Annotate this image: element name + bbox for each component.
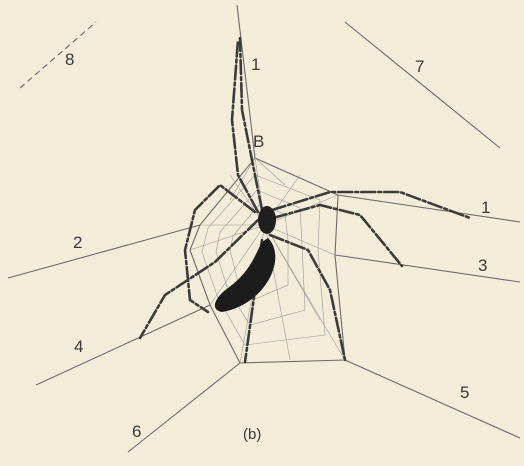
label-thread-right-upper: 1 xyxy=(481,198,490,218)
thread-bottom-6 xyxy=(128,363,240,452)
label-thread-top: 1 xyxy=(251,55,260,75)
label-thread-upper-right: 7 xyxy=(415,57,424,77)
thread-upper-right-7 xyxy=(345,22,500,148)
spider-legs xyxy=(140,38,470,362)
thread-lower-left-4 xyxy=(36,305,210,385)
thread-upper-left-8 xyxy=(20,22,96,88)
thread-right-1 xyxy=(338,195,520,222)
figure-caption: (b) xyxy=(243,426,261,443)
thread-right-3 xyxy=(335,255,520,282)
leg-3 xyxy=(272,192,470,218)
label-thread-bottom: 6 xyxy=(132,422,141,442)
thread-left-2 xyxy=(8,225,200,278)
label-thread-upper-left: 8 xyxy=(65,50,74,70)
label-thread-lower-right: 5 xyxy=(460,383,469,403)
label-apex-b: B xyxy=(253,132,264,152)
spider-cephalothorax xyxy=(258,206,276,234)
spider-body xyxy=(215,206,276,312)
label-thread-right: 3 xyxy=(478,256,487,276)
label-thread-left: 2 xyxy=(73,233,82,253)
spider-abdomen xyxy=(215,238,275,312)
label-thread-lower-left: 4 xyxy=(74,337,83,357)
thread-lower-right-5 xyxy=(345,360,520,438)
